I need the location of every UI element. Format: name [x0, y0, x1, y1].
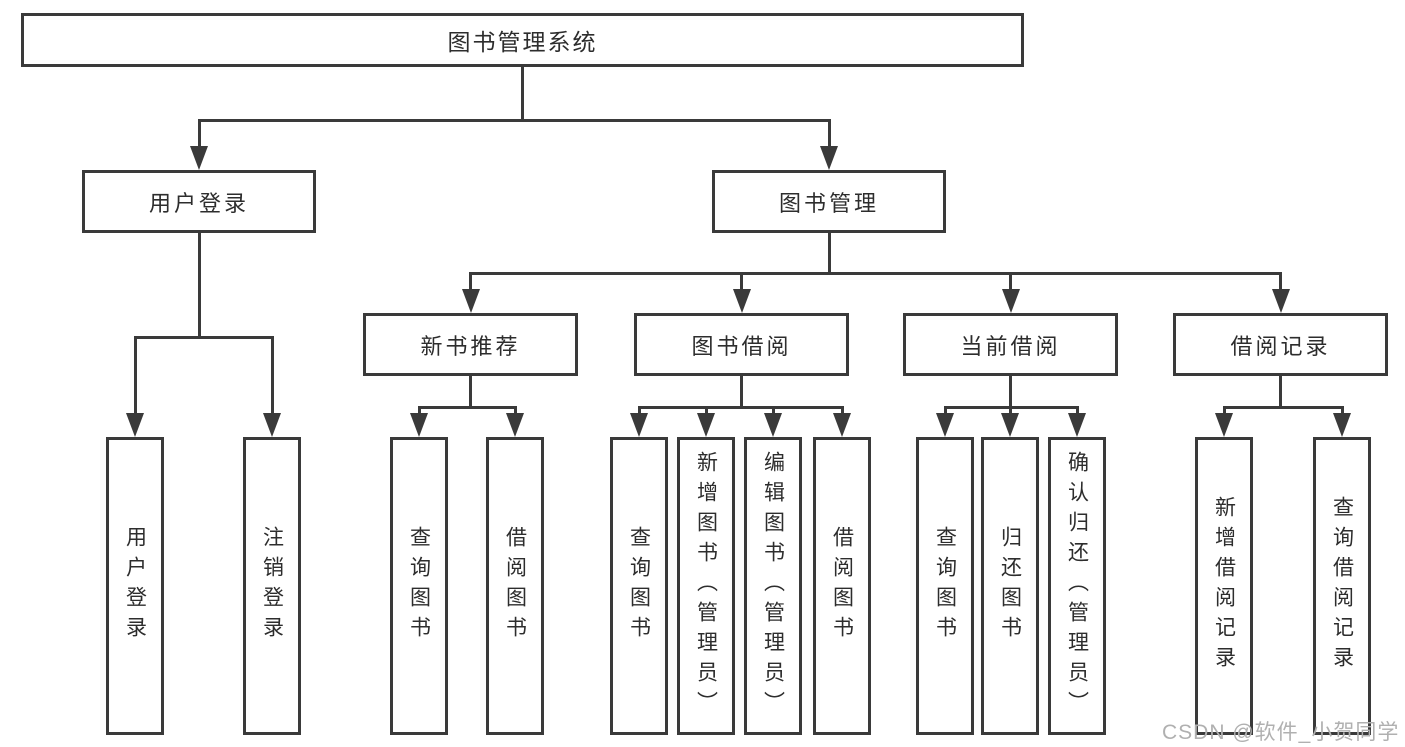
node-user-login-branch: 用户登录 — [82, 170, 316, 233]
arrow-down-icon — [764, 413, 782, 437]
connector-arrow-shaft — [1076, 406, 1079, 416]
node-query-borrow-record-label: 查询借阅记录 — [1330, 496, 1354, 676]
connector-arrow-shaft — [638, 406, 641, 416]
connector-book-stem — [828, 233, 831, 272]
arrow-down-icon — [697, 413, 715, 437]
connector-arrow-shaft — [418, 406, 421, 416]
connector-arrow-shaft — [772, 406, 775, 416]
arrow-down-icon — [1333, 413, 1351, 437]
arrow-down-icon — [263, 413, 281, 437]
node-edit-book-admin: 编辑图书（管理员） — [744, 437, 802, 735]
node-add-book-admin-label: 新增图书（管理员） — [694, 451, 718, 721]
arrow-down-icon — [1001, 413, 1019, 437]
arrow-down-icon — [1272, 289, 1290, 313]
connector-arrow-shaft — [828, 119, 831, 150]
connector-group4-stem — [1009, 376, 1012, 406]
node-query-books-recommend: 查询图书 — [390, 437, 448, 735]
node-return-books: 归还图书 — [981, 437, 1039, 735]
node-query-books-borrowing: 查询图书 — [610, 437, 668, 735]
node-new-book-recommendation: 新书推荐 — [363, 313, 578, 376]
node-query-books-current-label: 查询图书 — [933, 526, 957, 646]
node-book-management-label: 图书管理 — [778, 190, 879, 216]
node-borrowing-records-label: 借阅记录 — [1230, 333, 1331, 359]
node-query-books-recommend-label: 查询图书 — [407, 526, 431, 646]
connector-group3-stem — [740, 376, 743, 406]
arrow-down-icon — [126, 413, 144, 437]
connector-arrow-shaft — [1279, 272, 1282, 292]
node-book-management: 图书管理 — [712, 170, 946, 233]
node-add-borrow-record-label: 新增借阅记录 — [1212, 496, 1236, 676]
arrow-down-icon — [190, 146, 208, 170]
node-borrow-books-recommend-label: 借阅图书 — [503, 526, 527, 646]
node-return-books-label: 归还图书 — [998, 526, 1022, 646]
arrow-down-icon — [630, 413, 648, 437]
node-borrowing-records: 借阅记录 — [1173, 313, 1388, 376]
arrow-down-icon — [833, 413, 851, 437]
arrow-down-icon — [506, 413, 524, 437]
watermark-text: CSDN @软件_小贺同学 — [1162, 721, 1400, 744]
node-current-borrowing: 当前借阅 — [903, 313, 1118, 376]
node-book-borrowing-label: 图书借阅 — [691, 333, 792, 359]
arrow-down-icon — [820, 146, 838, 170]
connector-arrow-shaft — [469, 272, 472, 292]
node-query-books-borrowing-label: 查询图书 — [627, 526, 651, 646]
connector-arrow-shaft — [740, 272, 743, 292]
connector-arrow-shaft — [1009, 406, 1012, 416]
node-edit-book-admin-label: 编辑图书（管理员） — [761, 451, 785, 721]
connector-arrow-shaft — [944, 406, 947, 416]
arrow-down-icon — [1002, 289, 1020, 313]
arrow-down-icon — [1068, 413, 1086, 437]
node-user-login-leaf: 用户登录 — [106, 437, 164, 735]
connector-level1-bar — [198, 119, 831, 122]
connector-group5-bar — [1223, 406, 1344, 409]
connector-user-bar — [134, 336, 274, 339]
arrow-down-icon — [733, 289, 751, 313]
connector-arrow-shaft — [1223, 406, 1226, 416]
connector-group2-stem — [469, 376, 472, 406]
connector-group2-bar — [418, 406, 517, 409]
node-borrow-books-leaf: 借阅图书 — [813, 437, 871, 735]
node-logout-label: 注销登录 — [260, 526, 284, 646]
connector-arrow-shaft — [705, 406, 708, 416]
connector-group5-stem — [1279, 376, 1282, 406]
connector-level3-bar — [469, 272, 1282, 275]
node-new-book-recommendation-label: 新书推荐 — [420, 333, 521, 359]
node-add-book-admin: 新增图书（管理员） — [677, 437, 735, 735]
node-confirm-return-admin-label: 确认归还（管理员） — [1065, 451, 1089, 721]
node-query-books-current: 查询图书 — [916, 437, 974, 735]
node-borrow-books-recommend: 借阅图书 — [486, 437, 544, 735]
node-current-borrowing-label: 当前借阅 — [960, 333, 1061, 359]
arrow-down-icon — [462, 289, 480, 313]
connector-user-stem — [198, 233, 201, 336]
connector-arrow-shaft — [841, 406, 844, 416]
node-add-borrow-record: 新增借阅记录 — [1195, 437, 1253, 735]
node-user-login-branch-label: 用户登录 — [148, 190, 249, 216]
node-root: 图书管理系统 — [21, 13, 1024, 67]
node-logout: 注销登录 — [243, 437, 301, 735]
connector-arrow-shaft — [198, 119, 201, 150]
connector-arrow-shaft — [1341, 406, 1344, 416]
node-root-label: 图书管理系统 — [447, 29, 598, 55]
node-borrow-books-leaf-label: 借阅图书 — [830, 526, 854, 646]
arrow-down-icon — [1215, 413, 1233, 437]
connector-arrow-shaft — [271, 336, 274, 416]
connector-group3-bar — [638, 406, 844, 409]
arrow-down-icon — [936, 413, 954, 437]
node-query-borrow-record: 查询借阅记录 — [1313, 437, 1371, 735]
connector-arrow-shaft — [134, 336, 137, 416]
connector-arrow-shaft — [1009, 272, 1012, 292]
node-confirm-return-admin: 确认归还（管理员） — [1048, 437, 1106, 735]
arrow-down-icon — [410, 413, 428, 437]
connector-root-stem — [521, 67, 524, 119]
node-book-borrowing: 图书借阅 — [634, 313, 849, 376]
node-user-login-leaf-label: 用户登录 — [123, 526, 147, 646]
connector-arrow-shaft — [514, 406, 517, 416]
